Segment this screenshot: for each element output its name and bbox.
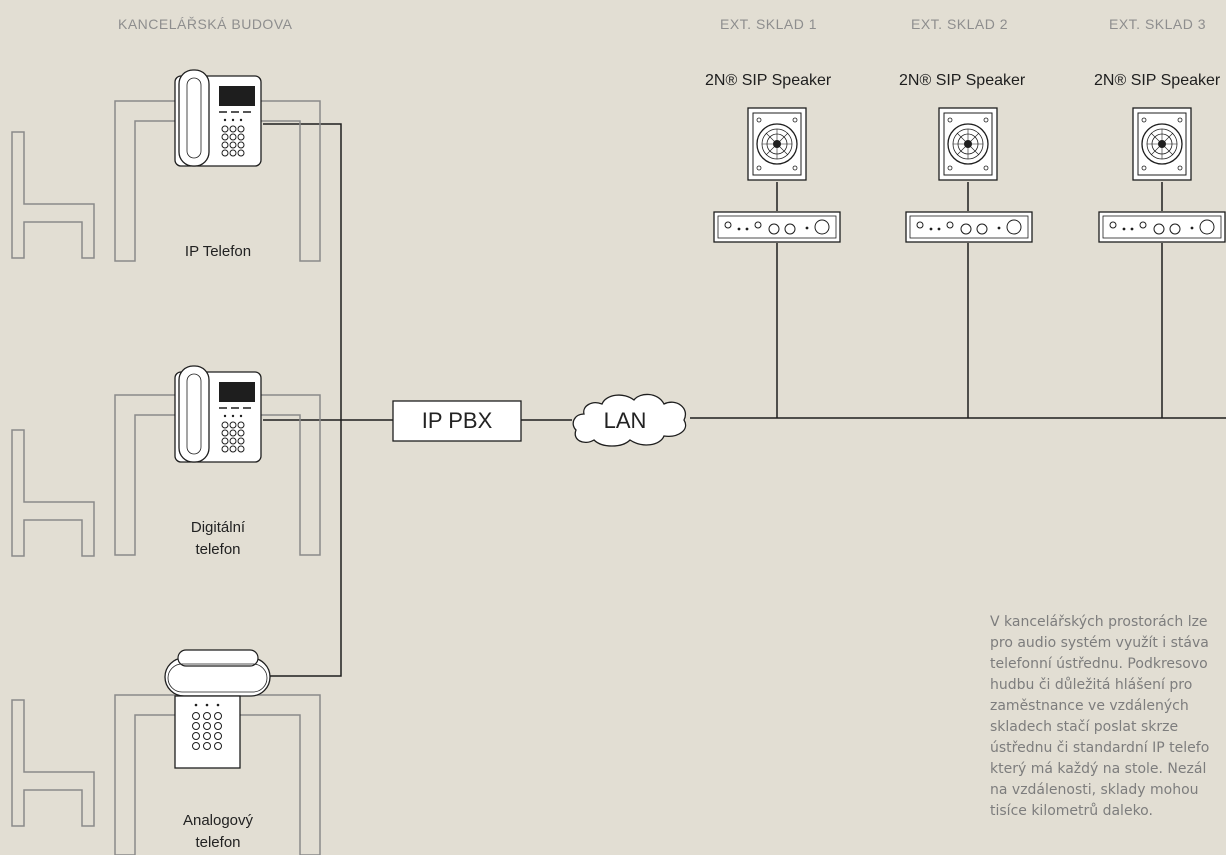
trunk-line-ip-phone xyxy=(263,123,342,420)
desk-label-analog-line2: telefon xyxy=(195,834,241,851)
ip-pbx-box[interactable] xyxy=(392,400,522,442)
connection-lines xyxy=(263,123,1226,677)
description-note: V kancelářských prostorách lze pro audio… xyxy=(990,612,1226,822)
chair-3 xyxy=(11,699,95,827)
note-line: telefonní ústřednu. Podkresovo xyxy=(990,656,1208,672)
chair-1 xyxy=(11,131,95,259)
ip-phone-icon[interactable] xyxy=(174,69,262,167)
note-line: skladech stačí poslat skrze xyxy=(990,719,1179,735)
amplifier-3-icon[interactable] xyxy=(1098,211,1226,243)
note-line: hudbu či důležitá hlášení pro xyxy=(990,677,1193,693)
speaker-2-label: 2N® SIP Speaker xyxy=(899,72,1026,89)
desk-label-analog-line1: Analogový xyxy=(182,812,254,829)
amplifier-1-icon[interactable] xyxy=(713,211,841,243)
speaker-3-label: 2N® SIP Speaker xyxy=(1094,72,1221,89)
note-line: ústřednu či standardní IP telefo xyxy=(990,740,1210,756)
note-line: pro audio systém využít i stáva xyxy=(990,635,1209,651)
speaker-1-label: 2N® SIP Speaker xyxy=(705,72,832,89)
desk-label-digital-line2: telefon xyxy=(195,541,241,558)
speaker-1-icon[interactable] xyxy=(747,107,807,181)
digital-phone-icon[interactable] xyxy=(174,365,262,463)
speaker-3-icon[interactable] xyxy=(1132,107,1192,181)
amplifier-2-icon[interactable] xyxy=(905,211,1033,243)
note-line: V kancelářských prostorách lze xyxy=(990,614,1208,630)
desk-label-digital-line1: Digitální xyxy=(190,519,246,536)
header-warehouse-3: EXT. SKLAD 3 xyxy=(1109,16,1207,32)
note-line: zaměstnance ve vzdálených xyxy=(990,698,1189,714)
header-office-building: KANCELÁŘSKÁ BUDOVA xyxy=(118,16,293,32)
header-warehouse-2: EXT. SKLAD 2 xyxy=(911,16,1009,32)
header-warehouse-1: EXT. SKLAD 1 xyxy=(720,16,818,32)
note-line: který má každý na stole. Nezál xyxy=(990,761,1207,777)
lan-cloud-icon[interactable] xyxy=(572,393,687,447)
note-line: na vzdálenosti, sklady mohou xyxy=(990,782,1199,798)
speaker-2-icon[interactable] xyxy=(938,107,998,181)
lan-label: LAN xyxy=(603,408,647,433)
analog-phone-icon[interactable] xyxy=(164,649,271,769)
desk-label-ip-phone: IP Telefon xyxy=(184,243,252,260)
trunk-line-analog-phone xyxy=(270,420,342,677)
ip-pbx-label: IP PBX xyxy=(421,408,493,433)
chair-2 xyxy=(11,429,95,557)
note-line: tisíce kilometrů daleko. xyxy=(990,803,1153,819)
office-furniture xyxy=(11,100,321,855)
